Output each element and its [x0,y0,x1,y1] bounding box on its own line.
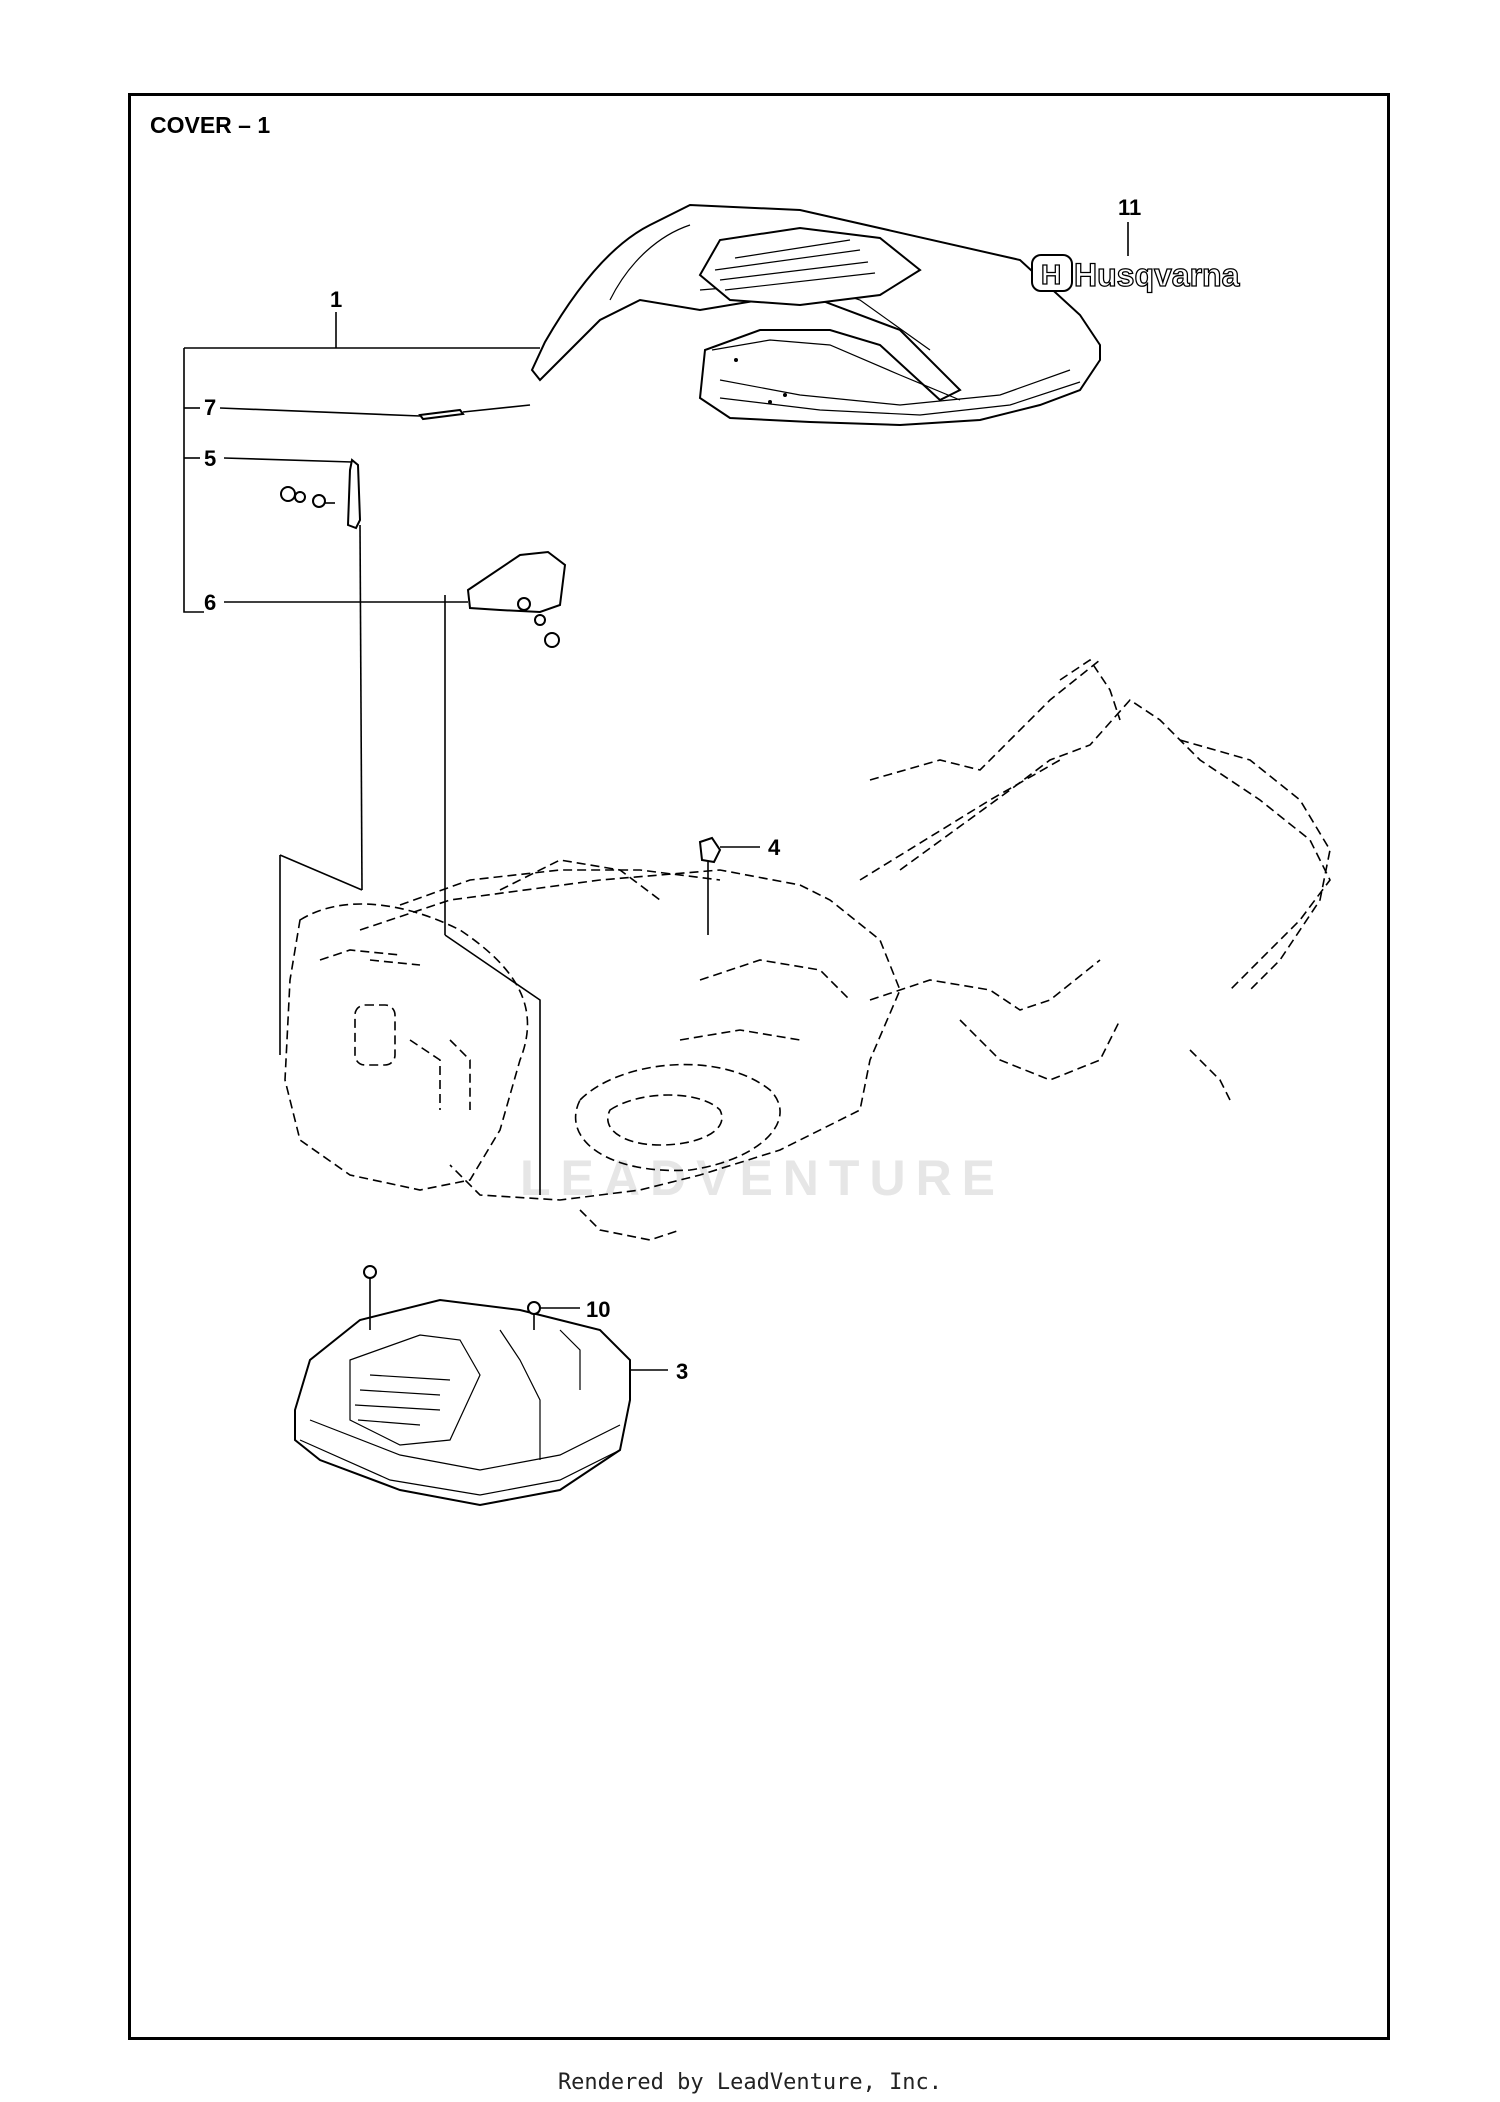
rod-7-part[interactable] [418,404,531,421]
callout-10: 10 [586,1297,610,1322]
engine-cover-part[interactable] [294,1298,631,1507]
tractor-frame [359,658,1331,1241]
callout-3: 3 [676,1359,688,1384]
callout-1: 1 [330,287,342,312]
screw-top-left[interactable] [363,1265,377,1330]
hood-cover-part[interactable] [530,203,1101,427]
footer-credit: Rendered by LeadVenture, Inc. [557,2070,943,2095]
bracket-5-part[interactable] [280,458,362,530]
svg-text:H: H [1041,259,1061,290]
bracket-6-part[interactable] [466,550,567,648]
clip-4-part[interactable] [698,836,722,935]
callout-6: 6 [204,590,216,615]
callout-7: 7 [204,395,216,420]
logo-wordmark: Husqvarna [1074,257,1240,293]
callout-11: 11 [1118,195,1141,220]
watermark: LEADVENTURE [520,1150,1005,1206]
leader-lines [183,222,1129,1371]
front-bumper [284,903,529,1191]
husqvarna-logo-decal[interactable]: H Husqvarna [1031,254,1240,294]
diagram-frame [128,93,1390,2040]
callout-5: 5 [204,446,216,471]
page-title: COVER – 1 [150,112,271,138]
callout-4: 4 [768,835,781,860]
